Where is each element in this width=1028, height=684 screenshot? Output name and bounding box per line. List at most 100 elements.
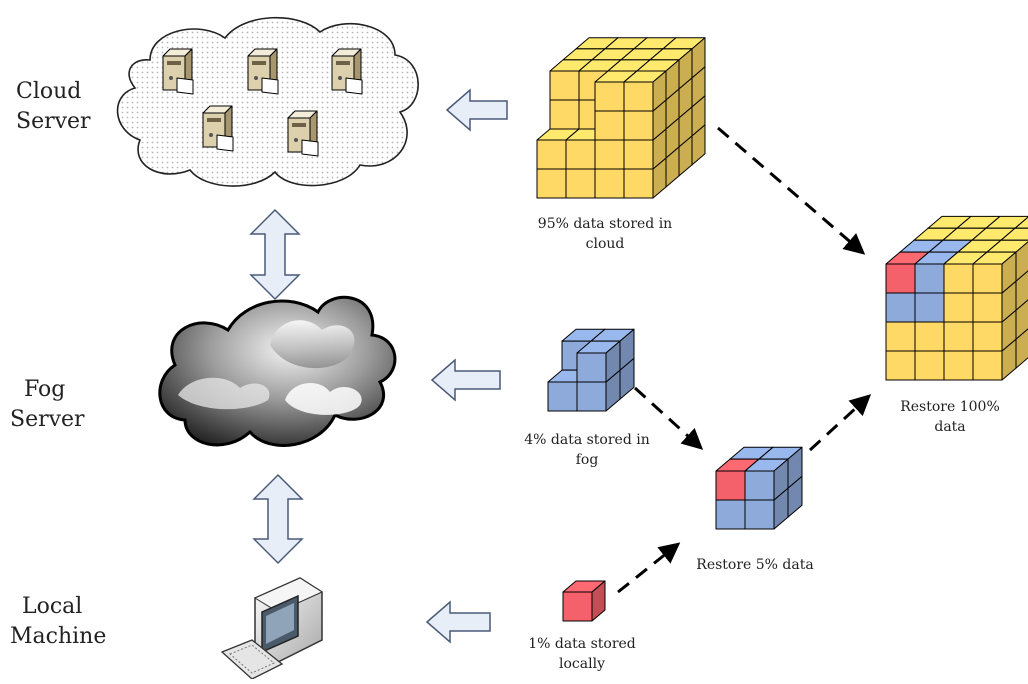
server-slot	[207, 118, 221, 122]
cube-front-face	[914, 263, 945, 294]
local-caption-line2: locally	[559, 656, 605, 672]
cloud-server-label: Cloud Server	[16, 77, 91, 137]
cube-front-face	[576, 352, 607, 383]
cube-front-face	[972, 263, 1003, 294]
cloud-storage-caption: 95% data stored in cloud	[515, 214, 695, 254]
restore-full-caption: Restore 100% data	[885, 397, 1015, 437]
local-label-line1: Local	[22, 594, 83, 619]
cube-front-face	[943, 350, 974, 381]
cube-front-face	[547, 381, 578, 412]
server-slot	[292, 123, 306, 127]
cube-front-face	[623, 168, 654, 199]
server-panel	[216, 134, 234, 152]
server-icon	[247, 48, 279, 95]
cube-front-face	[885, 263, 916, 294]
server-panel	[261, 77, 279, 95]
server-slot	[252, 61, 266, 65]
cube-front-face	[549, 70, 580, 101]
cube-front-face	[943, 321, 974, 352]
fog-label-line1: Fog	[24, 377, 66, 402]
cloud-to-full-dashed-arrow	[717, 126, 866, 255]
server-icon	[287, 110, 319, 157]
cube-front-face	[744, 499, 775, 530]
fog-server-label: Fog Server	[10, 375, 85, 435]
cube-front-face	[943, 263, 974, 294]
cube-front-face	[972, 350, 1003, 381]
restore-partial-line1: Restore 5% data	[696, 557, 814, 573]
cube-front-face	[623, 110, 654, 141]
fog-storage-caption: 4% data stored in fog	[502, 430, 672, 470]
cube-front-face	[943, 292, 974, 323]
cloud-caption-line1: 95% data stored in	[537, 216, 673, 232]
cube-front-face	[565, 168, 596, 199]
server-led	[254, 76, 258, 80]
server-slot	[167, 61, 181, 65]
restore-partial-caption: Restore 5% data	[685, 555, 825, 575]
restore-full-line1: Restore 100%	[900, 399, 1000, 415]
cube-front-face	[565, 139, 596, 170]
cube-front-face	[914, 350, 945, 381]
server-icon	[162, 48, 194, 95]
cube-front-face	[972, 292, 1003, 323]
restore-full-line2: data	[934, 419, 966, 435]
cube-front-face	[576, 381, 607, 412]
cube-front-face	[914, 292, 945, 323]
local-storage-caption: 1% data stored locally	[512, 634, 652, 674]
local-data-stack	[562, 580, 606, 622]
server-led	[338, 76, 342, 80]
cube-front-face	[594, 139, 625, 170]
cloud-data-stack	[536, 37, 706, 199]
cube-front-face	[715, 470, 746, 501]
cube-front-face	[536, 139, 567, 170]
fog-label-line2: Server	[10, 407, 85, 432]
cloud-label-line1: Cloud	[16, 79, 82, 104]
server-slot	[336, 61, 350, 65]
local-label-line2: Machine	[10, 624, 107, 649]
cube-front-face	[594, 110, 625, 141]
cube-top-face	[1014, 216, 1028, 229]
cube-front-face	[594, 81, 625, 112]
data-cube	[972, 251, 1017, 294]
restore-flow-arrows	[617, 126, 872, 594]
server-icon	[202, 105, 234, 152]
partial-to-full-dashed-arrow	[808, 394, 872, 452]
fog-data-stack	[547, 328, 635, 412]
cloud-fog-link-arrow	[249, 208, 301, 301]
server-icon	[331, 48, 363, 95]
cube-front-face	[914, 321, 945, 352]
store-local-arrow	[425, 600, 491, 644]
cube-front-face	[744, 470, 775, 501]
fog-to-partial-dashed-arrow	[633, 386, 704, 450]
computer-icon	[220, 577, 324, 680]
fog-local-link-arrow	[252, 473, 304, 565]
cube-front-face	[623, 81, 654, 112]
cube-front-face	[536, 168, 567, 199]
local-to-partial-dashed-arrow	[617, 542, 681, 594]
server-led	[294, 138, 298, 142]
server-led	[169, 76, 173, 80]
server-led	[209, 133, 213, 137]
cube-front-face	[594, 168, 625, 199]
fog-server-icon	[158, 295, 397, 447]
cube-front-face	[885, 321, 916, 352]
server-panel	[176, 77, 194, 95]
cube-front-face	[885, 350, 916, 381]
cloud-server-icon	[116, 16, 419, 187]
server-panel	[301, 139, 319, 157]
cube-front-face	[562, 591, 593, 622]
upload-to-cloud-arrow	[445, 88, 508, 132]
cube-front-face	[623, 139, 654, 170]
cloud-label-line2: Server	[16, 109, 91, 134]
cube-front-face	[972, 321, 1003, 352]
fog-caption-line1: 4% data stored in	[524, 432, 650, 448]
cloud-caption-line2: cloud	[585, 236, 625, 252]
server-group	[162, 48, 363, 157]
local-machine-label: Local Machine	[10, 592, 106, 652]
cube-stacks	[536, 37, 1028, 622]
data-cube	[623, 70, 667, 112]
upload-to-fog-arrow	[430, 358, 501, 402]
data-cube	[562, 580, 606, 622]
restore-full-stack	[885, 215, 1028, 381]
